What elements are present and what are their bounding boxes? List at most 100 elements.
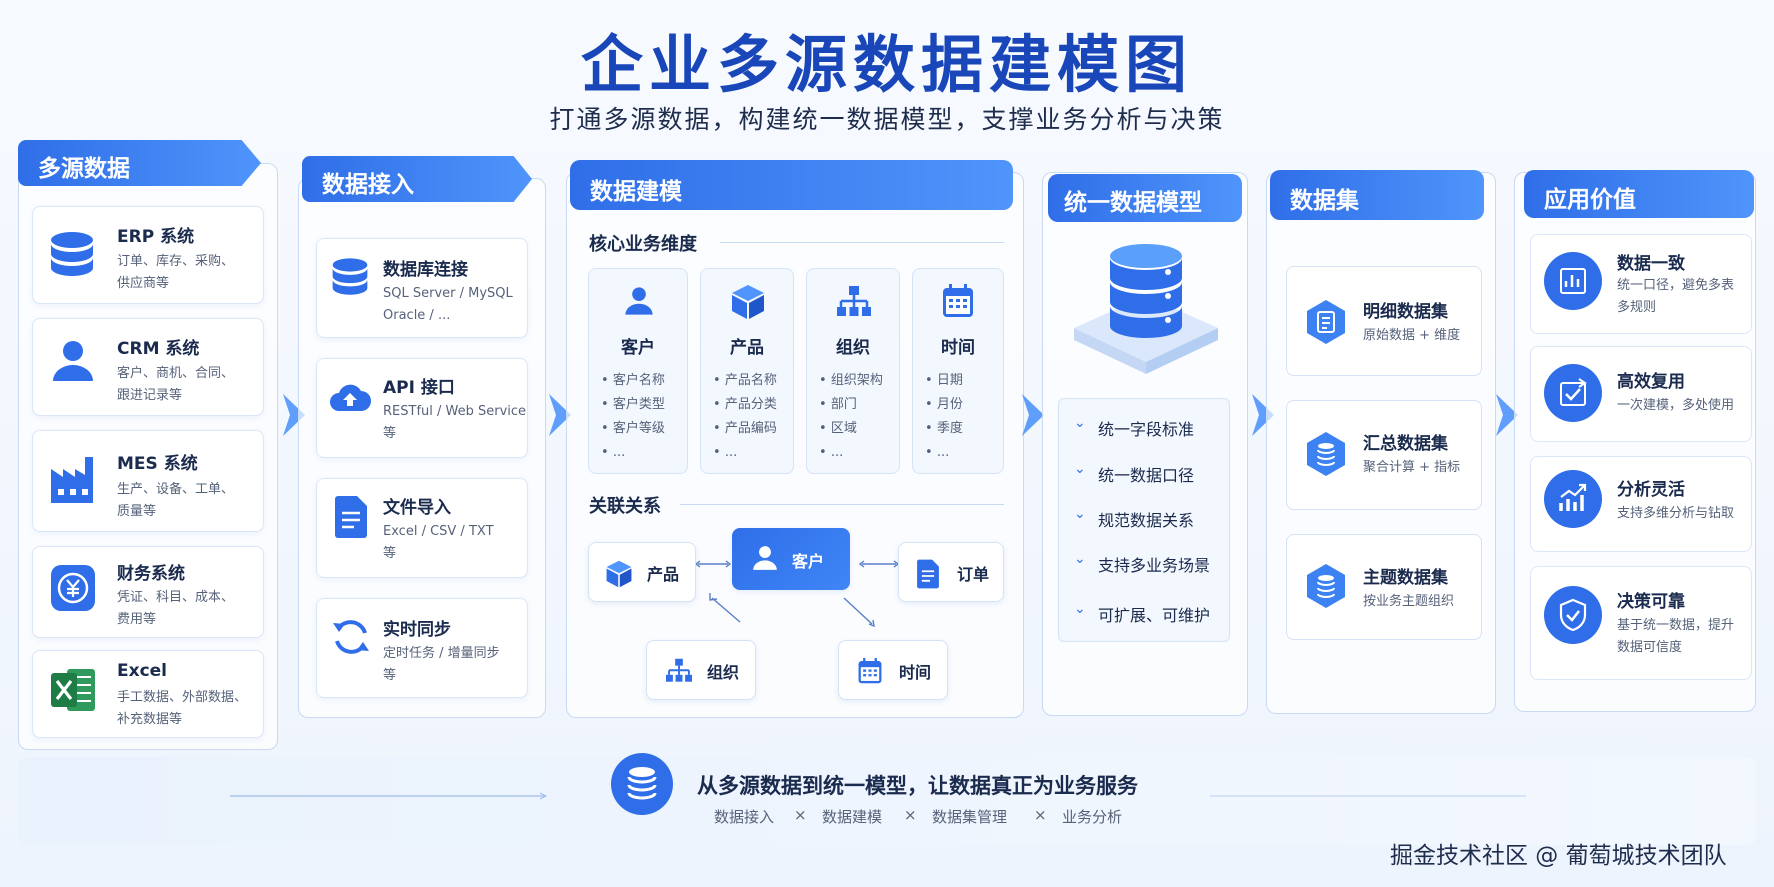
page-subtitle: 打通多源数据，构建统一数据模型，支撑业务分析与决策 [549, 105, 1225, 134]
excel-icon [51, 669, 95, 711]
rel-node-product[interactable]: 产品 [588, 542, 696, 602]
unified-feature-list [1058, 398, 1230, 642]
dataset-card-topic[interactable]: 主题数据集 按业务主题组织 [1286, 534, 1482, 640]
value-card-consistency[interactable]: 数据一致 统一口径，避免多表多规则 [1530, 234, 1752, 334]
rel-heading: 关联关系 [589, 496, 661, 517]
footer-sep: × [904, 806, 917, 824]
calendar-icon [943, 284, 973, 317]
reuse-icon [1544, 364, 1602, 422]
user-icon [753, 546, 777, 570]
value-desc: 统一口径，避免多表多规则 [1617, 278, 1735, 315]
feature-item: ⌄ 支持多业务场景 [1074, 551, 1211, 575]
source-title: ERP 系统 [117, 227, 195, 247]
ingest-title: 文件导入 [383, 498, 451, 518]
file-icon [335, 496, 367, 538]
sync-icon [333, 620, 369, 654]
node-label: 订单 [957, 565, 990, 584]
dataset-detail-icon [1307, 300, 1345, 344]
dataset-title: 明细数据集 [1363, 302, 1448, 322]
value-card-reliable[interactable]: 决策可靠 基于统一数据，提升数据可信度 [1530, 566, 1752, 680]
rel-node-order[interactable]: 订单 [898, 542, 1004, 602]
database-icon [51, 232, 93, 276]
watermark: 掘金技术社区 @ 葡萄城技术团队 [1390, 843, 1727, 869]
divider [680, 504, 1004, 505]
dim-card-product[interactable]: 产品 产品名称产品分类 产品编码... [700, 268, 794, 474]
value-desc: 支持多维分析与钻取 [1617, 506, 1735, 521]
flow-arrow-icon [1496, 394, 1518, 436]
value-card-flexible[interactable]: 分析灵活 支持多维分析与钻取 [1530, 456, 1752, 552]
dataset-topic-icon [1307, 564, 1345, 608]
shield-icon [1544, 586, 1602, 644]
dataset-desc: 聚合计算 + 指标 [1363, 460, 1461, 475]
dataset-summary-icon [1307, 432, 1345, 476]
flow-arrow-icon [1022, 394, 1044, 436]
feature-item: ⌄ 统一数据口径 [1074, 461, 1195, 485]
value-desc: 一次建模，多处使用 [1617, 398, 1735, 413]
source-card-excel[interactable]: Excel 手工数据、外部数据、补充数据等 [32, 650, 264, 738]
dim-name: 产品 [730, 338, 764, 358]
org-chart-icon [666, 658, 692, 682]
ingest-title: 实时同步 [383, 620, 451, 640]
check-icon: ⌄ [1074, 601, 1086, 617]
dims-heading: 核心业务维度 [589, 234, 697, 255]
node-label: 产品 [647, 565, 680, 584]
source-desc: 客户、商机、合同、跟进记录等 [117, 366, 235, 403]
dataset-title: 汇总数据集 [1363, 434, 1448, 454]
yuan-icon [51, 565, 95, 611]
modeling-heading: 数据建模 [570, 160, 1013, 210]
check-icon: ⌄ [1074, 506, 1086, 522]
dim-name: 组织 [836, 338, 870, 358]
footer-step: 业务分析 [1062, 808, 1123, 826]
source-desc: 手工数据、外部数据、补充数据等 [117, 690, 248, 727]
node-label: 时间 [899, 663, 932, 682]
source-desc: 订单、库存、采购、供应商等 [117, 254, 235, 291]
node-label: 组织 [707, 663, 740, 682]
source-title: CRM 系统 [117, 339, 200, 359]
ingest-card-sync[interactable]: 实时同步 定时任务 / 增量同步等 [316, 598, 528, 698]
check-icon: ⌄ [1074, 461, 1086, 477]
divider [720, 242, 1004, 243]
source-desc: 生产、设备、工单、质量等 [117, 482, 235, 519]
footer-sep: × [794, 806, 807, 824]
footer-line-right [1210, 795, 1526, 797]
node-label: 客户 [792, 552, 825, 571]
dim-list: 日期月份 季度... [925, 369, 963, 465]
dataset-desc: 原始数据 + 维度 [1363, 328, 1461, 343]
ingest-heading: 数据接入 [302, 156, 532, 202]
source-card-finance[interactable]: 财务系统 凭证、科目、成本、费用等 [32, 546, 264, 638]
user-icon [53, 341, 93, 381]
feature-item: ⌄ 规范数据关系 [1074, 506, 1195, 530]
box-icon [606, 560, 632, 588]
dataset-card-summary[interactable]: 汇总数据集 聚合计算 + 指标 [1286, 400, 1482, 510]
footer-banner [18, 757, 1756, 845]
org-chart-icon [837, 286, 871, 316]
sources-heading: 多源数据 [18, 140, 261, 186]
dim-card-org[interactable]: 组织 组织架构部门 区域... [806, 268, 900, 474]
footer-sep: × [1034, 806, 1047, 824]
source-card-crm[interactable]: CRM 系统 客户、商机、合同、跟进记录等 [32, 318, 264, 416]
dim-card-time[interactable]: 时间 日期月份 季度... [912, 268, 1004, 474]
rel-node-org[interactable]: 组织 [646, 640, 756, 700]
rel-node-time[interactable]: 时间 [838, 640, 948, 700]
flow-arrow-icon [549, 394, 571, 436]
footer-title: 从多源数据到统一模型，让数据真正为业务服务 [697, 774, 1138, 798]
dim-card-customer[interactable]: 客户 客户名称客户类型 客户等级... [588, 268, 688, 474]
check-icon: ⌄ [1074, 551, 1086, 567]
source-card-erp[interactable]: ERP 系统 订单、库存、采购、供应商等 [32, 206, 264, 304]
page-title: 企业多源数据建模图 [580, 28, 1193, 101]
value-card-reuse[interactable]: 高效复用 一次建模，多处使用 [1530, 346, 1752, 442]
rel-node-customer[interactable]: 客户 [732, 528, 850, 590]
source-title: MES 系统 [117, 454, 198, 474]
dataset-card-detail[interactable]: 明细数据集 原始数据 + 维度 [1286, 266, 1482, 376]
feature-item: ⌄ 统一字段标准 [1074, 415, 1195, 439]
calendar-icon [858, 658, 882, 684]
source-desc: 凭证、科目、成本、费用等 [117, 590, 235, 627]
source-card-mes[interactable]: MES 系统 生产、设备、工单、质量等 [32, 430, 264, 532]
user-icon [625, 287, 653, 315]
chart-icon [1544, 252, 1602, 310]
